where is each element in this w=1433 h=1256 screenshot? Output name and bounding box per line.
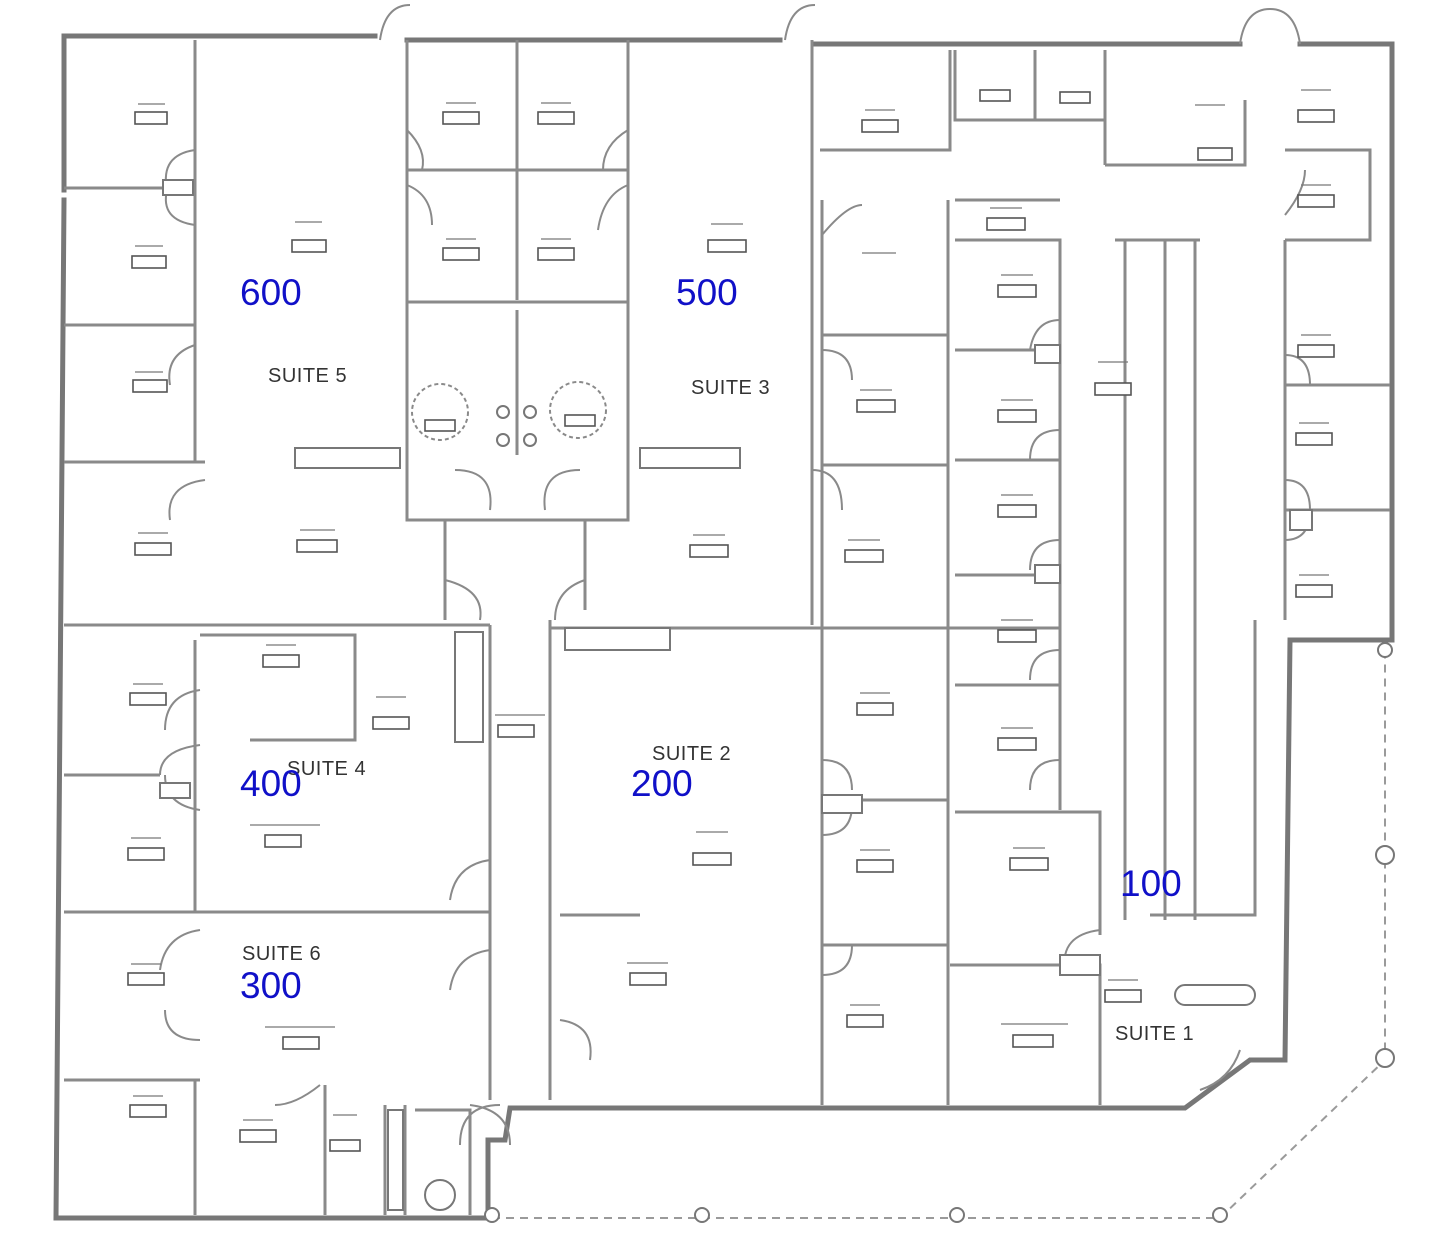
exterior-walkway (484, 642, 1395, 1223)
suite-6-number: 300 (240, 965, 302, 1006)
suite-2-number: 200 (631, 763, 693, 804)
outer-walls (53, 33, 1395, 1221)
suite-3-number: 500 (676, 272, 738, 313)
suite-1-number: 100 (1120, 863, 1182, 904)
suite-4-number: 400 (240, 763, 302, 804)
fixtures (159, 179, 1313, 1211)
suite-2-label: SUITE 2 (652, 743, 732, 765)
suite-1-label: SUITE 1 (1115, 1023, 1195, 1045)
room-tags (127, 89, 1335, 1152)
doors (159, 4, 1311, 1146)
suite-6-label: SUITE 6 (242, 943, 322, 965)
suite-5-number: 600 (240, 272, 302, 313)
suite-4-label: SUITE 4 (287, 758, 367, 780)
suite-5-label: SUITE 5 (268, 365, 348, 387)
suite-3-label: SUITE 3 (691, 377, 771, 399)
